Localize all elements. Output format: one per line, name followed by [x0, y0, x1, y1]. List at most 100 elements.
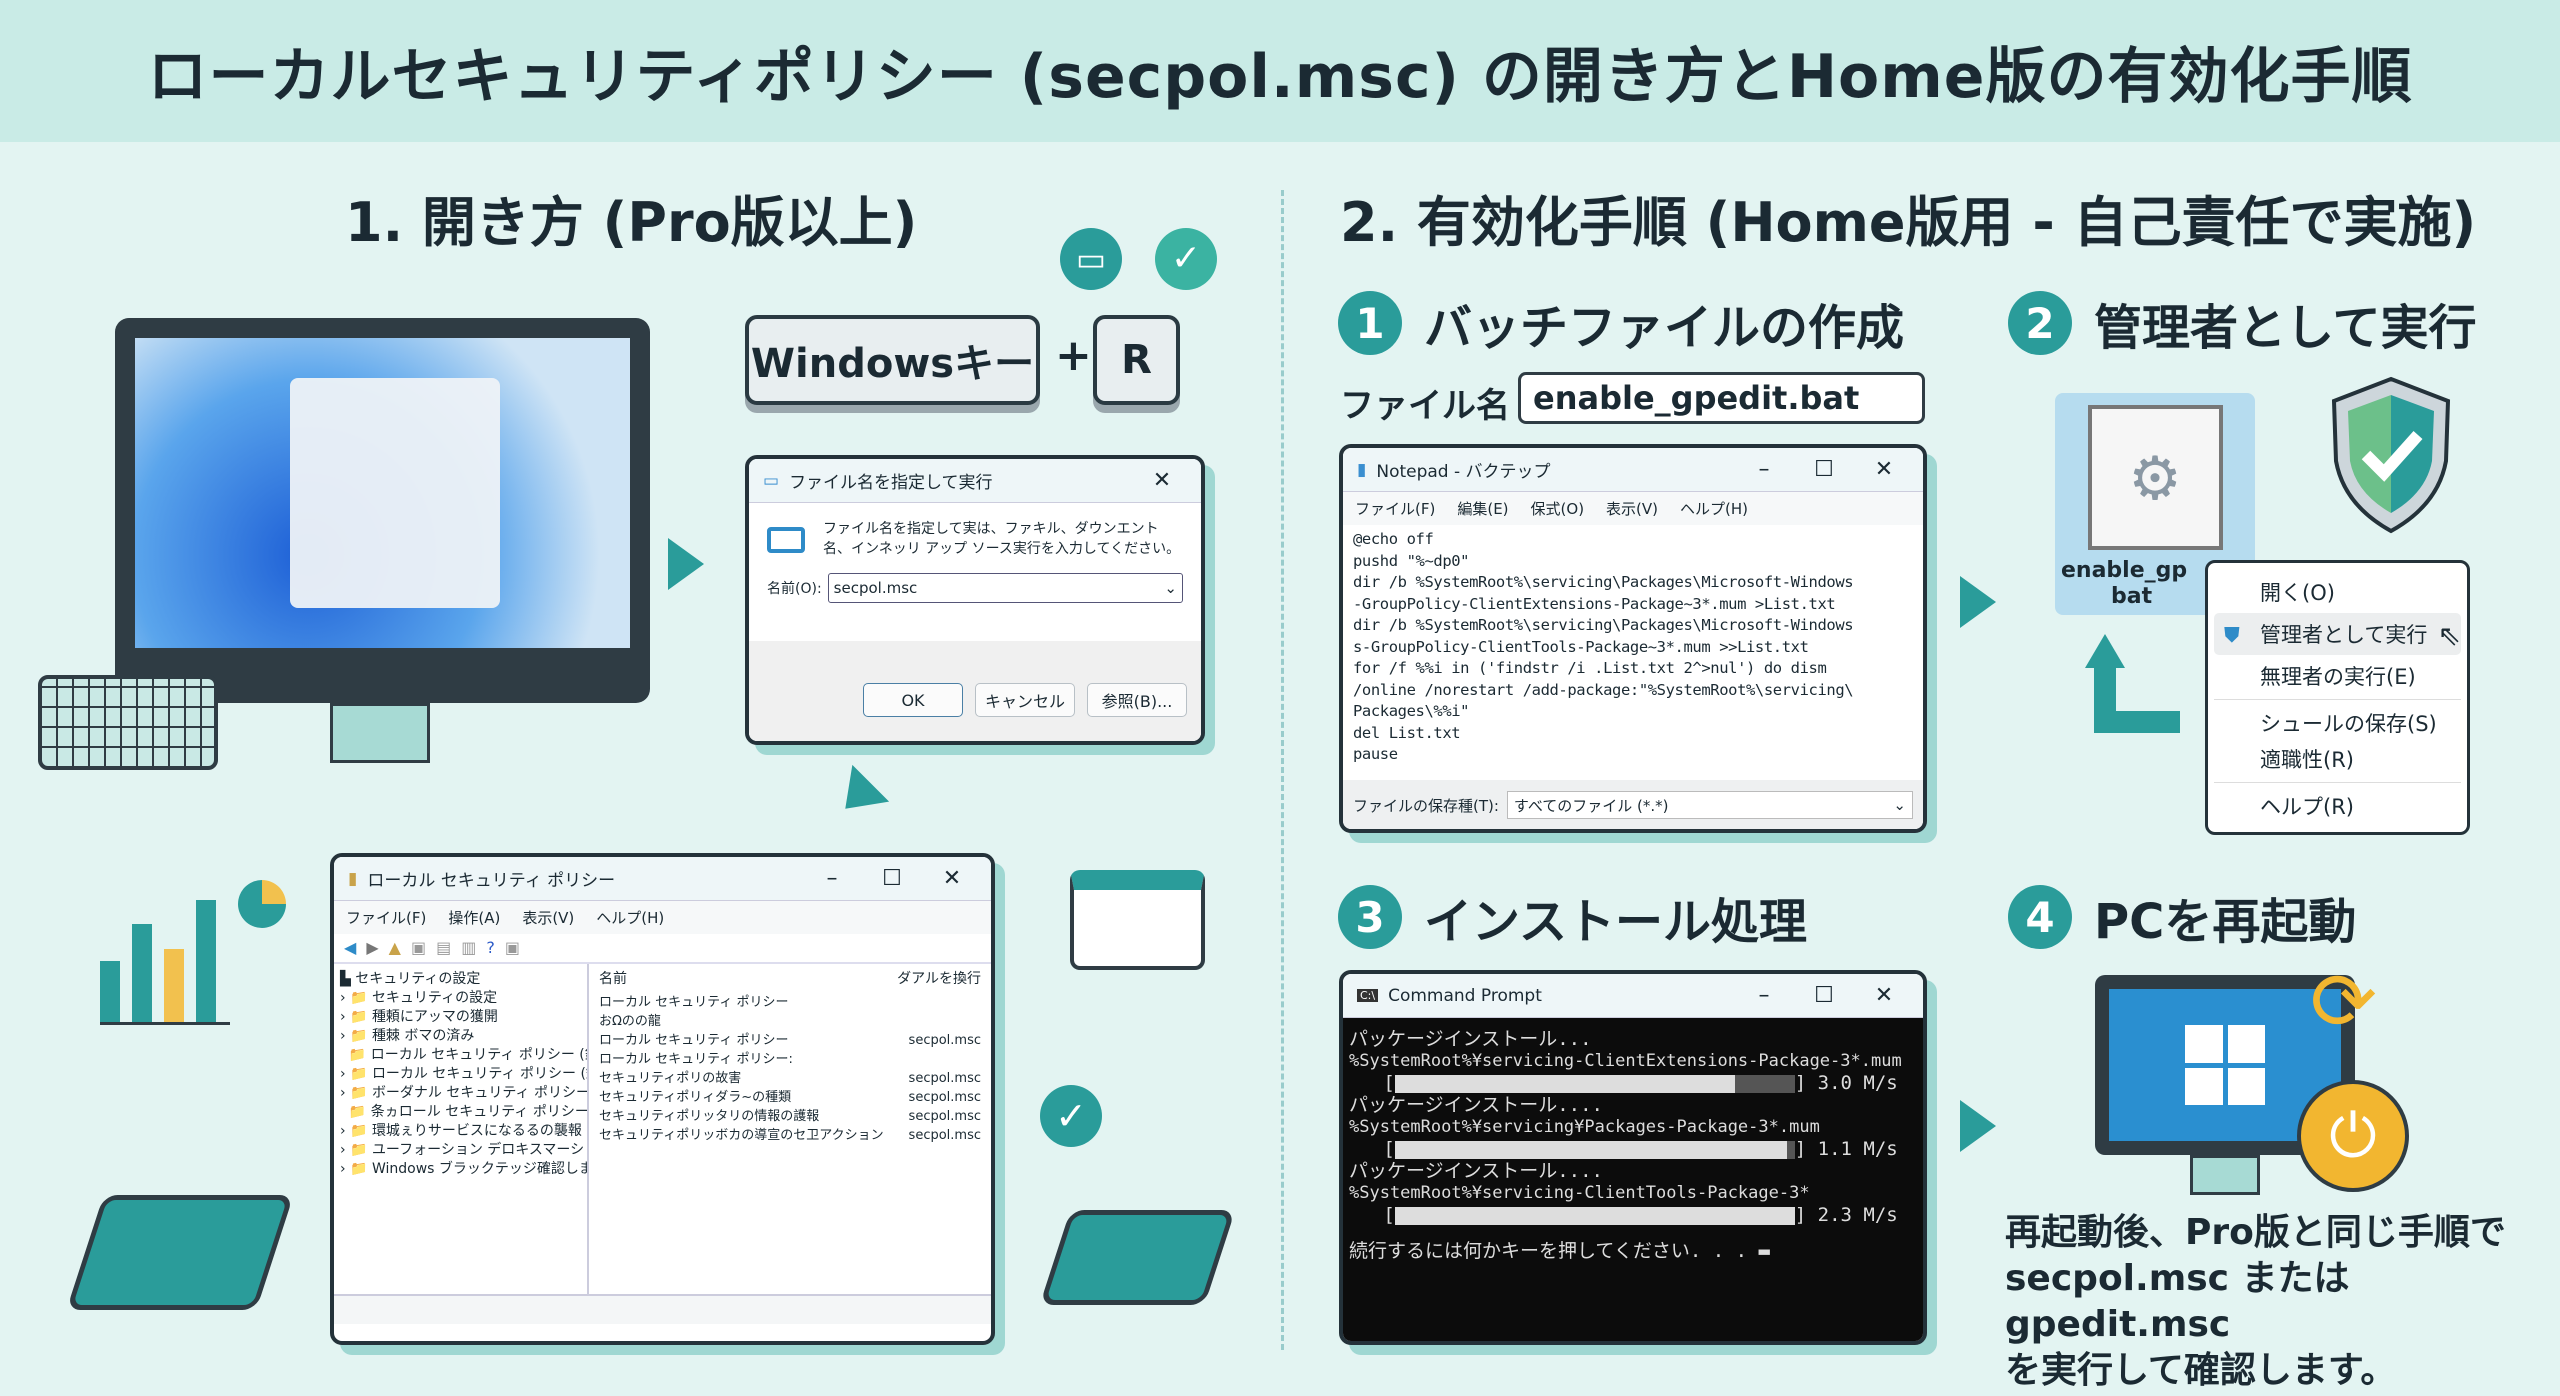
list-item[interactable]: おΩのの龍 — [599, 1014, 661, 1029]
monitor-stand — [2190, 1155, 2260, 1195]
menu-format[interactable]: 保式(O) — [1530, 500, 1585, 518]
column-name[interactable]: 名前 — [599, 971, 627, 987]
tree-item[interactable]: › 📁 環城ぇりサービスになるるの襲報 — [340, 1123, 582, 1139]
gear-file-icon: ⚙ — [2087, 405, 2223, 550]
tree-item[interactable]: › 📁 種棘 ボマの済み — [340, 1028, 475, 1044]
minimize-icon[interactable]: – — [1758, 457, 1770, 482]
policy-app-icon: ▮ — [348, 868, 358, 889]
name-input[interactable]: secpol.msc⌄ — [827, 573, 1183, 603]
save-type-label: ファイルの保存種(T): — [1353, 796, 1499, 815]
console-output[interactable]: パッケージインストール... %SystemRoot%¥servicing-Cl… — [1343, 1018, 1923, 1341]
section-divider — [1281, 190, 1284, 1350]
progress-bar — [1394, 1140, 1795, 1159]
forward-icon[interactable]: ▶ — [366, 938, 379, 957]
minimize-icon[interactable]: – — [1758, 983, 1770, 1008]
arrow-down-left-icon — [826, 764, 890, 828]
close-icon[interactable]: ✕ — [1152, 468, 1172, 493]
tree-item[interactable]: › 📁 Windows ブラックテッジ確認します — [340, 1161, 589, 1177]
window-title: ローカル セキュリティ ポリシー — [367, 871, 616, 891]
menu-edit[interactable]: 編集(E) — [1457, 500, 1509, 518]
cancel-button[interactable]: キャンセル — [975, 683, 1075, 717]
menu-file[interactable]: ファイル(F) — [1355, 500, 1436, 518]
up-folder-icon[interactable]: ▲ — [388, 938, 401, 957]
menu-view[interactable]: 表示(V) — [1606, 500, 1659, 518]
export-icon[interactable]: ▥ — [461, 938, 477, 957]
monitor-badge-icon: ▭ — [1060, 228, 1122, 290]
mouse-cursor-icon: ⇖ — [2437, 619, 2461, 652]
close-icon[interactable]: ✕ — [1874, 983, 1894, 1008]
tree-item[interactable]: 📁 ローカル セキュリティ ポリシー (鉄の桂報) — [340, 1047, 587, 1063]
menu-view[interactable]: 表示(V) — [522, 909, 575, 927]
batch-code-editor[interactable]: @echo off pushd "%~dp0" dir /b %SystemRo… — [1353, 530, 1854, 763]
maximize-icon[interactable]: ☐ — [1814, 457, 1834, 482]
tree-item[interactable]: › 📁 セキュリティの設定 — [340, 990, 498, 1006]
tree-item[interactable]: › 📁 ローカル セキュリティ ポリシー (鍵の手帳) — [340, 1066, 587, 1082]
menu-help[interactable]: ヘルプ(R) — [2260, 795, 2354, 819]
check-badge-icon: ✓ — [1155, 228, 1217, 290]
console-prompt: 続行するには何かキーを押してください. . . ▬ — [1349, 1240, 1770, 1262]
menu-help[interactable]: ヘルプ(H) — [596, 909, 665, 927]
run-description: ファイル名を指定して実は、ファキル、ダウンエント名、インネッリ アップ ソース実… — [823, 521, 1181, 557]
run-dialog-title: ファイル名を指定して実行 — [789, 473, 993, 493]
save-type-select[interactable]: すべてのファイル (*.*)⌄ — [1506, 791, 1913, 819]
pie-chart-icon — [238, 880, 286, 928]
progress-bar — [1394, 1206, 1795, 1225]
view-icon[interactable]: ▣ — [504, 938, 520, 957]
list-item[interactable]: ローカル セキュリティ ポリシー: — [599, 1052, 793, 1067]
maximize-icon[interactable]: ☐ — [1814, 983, 1834, 1008]
status-bar — [334, 1294, 991, 1324]
start-menu-icon — [290, 378, 500, 608]
list-item[interactable]: ローカル セキュリティ ポリシー — [599, 995, 789, 1010]
tree-item[interactable]: › 📁 種頼にアッマの獲開 — [340, 1009, 498, 1025]
tree-root[interactable]: ▙ セキュリティの設定 — [340, 971, 481, 987]
chevron-down-icon[interactable]: ⌄ — [1164, 579, 1177, 597]
progress-line: [] 2.3 M/s — [1349, 1204, 1898, 1226]
menu-item[interactable]: 適職性(R) — [2214, 740, 2461, 783]
menu-item[interactable]: 無理者の実行(E) — [2214, 655, 2461, 700]
menu-file[interactable]: ファイル(F) — [346, 909, 427, 927]
arrow-right-icon — [1960, 1100, 1996, 1152]
menu-open[interactable]: 開く(O) — [2260, 581, 2335, 605]
menu-run-as-admin[interactable]: ⛊管理者として実行⇖ — [2214, 613, 2461, 655]
tree-item[interactable]: › 📁 ボーダナル セキュリティ ポリシー — [340, 1085, 589, 1101]
column-type[interactable]: ダアルを換行 — [897, 971, 981, 987]
tree-item[interactable]: 📁 条ヵロール セキュリティ ポリシー — [340, 1104, 589, 1120]
file-name-label: ファイル名 — [1340, 386, 1510, 426]
chevron-down-icon: ⌄ — [1893, 796, 1906, 814]
properties-icon[interactable]: ▤ — [436, 938, 452, 957]
tree-item[interactable]: › 📁 ユーフォーション デロキスマーション琥理風 — [340, 1142, 587, 1158]
browse-button[interactable]: 参照(B)... — [1087, 683, 1187, 717]
restart-pc-illustration — [2095, 975, 2355, 1155]
progress-line: [] 1.1 M/s — [1349, 1138, 1898, 1160]
menu-help[interactable]: ヘルプ(H) — [1680, 500, 1748, 518]
check-circle-icon: ✓ — [1040, 1085, 1102, 1147]
bar-chart-icon — [100, 900, 230, 1025]
monitor-illustration — [115, 318, 650, 703]
maximize-icon[interactable]: ☐ — [882, 866, 902, 891]
menu-action[interactable]: 操作(A) — [448, 909, 501, 927]
cmd-icon: C:\ — [1357, 989, 1379, 1002]
help-icon[interactable]: ? — [486, 938, 495, 957]
file-name-field[interactable]: enable_gpedit.bat — [1518, 372, 1925, 424]
windows-key: Windowsキー — [745, 315, 1040, 405]
monitor-stand — [330, 703, 430, 763]
power-icon: ⏻ — [2297, 1080, 2409, 1192]
console-line: %SystemRoot%¥servicing-ClientTools-Packa… — [1349, 1183, 1810, 1203]
console-tree-icon[interactable]: ▣ — [410, 938, 427, 957]
close-icon[interactable]: ✕ — [1874, 457, 1894, 482]
menu-item[interactable]: シュールの保存(S) — [2260, 712, 2437, 736]
console-line: %SystemRoot%¥servicing-ClientExtensions-… — [1349, 1051, 1902, 1071]
ok-button[interactable]: OK — [863, 683, 963, 717]
close-icon[interactable]: ✕ — [942, 866, 962, 891]
back-icon[interactable]: ◀ — [344, 938, 357, 957]
minimize-icon[interactable]: – — [826, 866, 838, 891]
console-line: パッケージインストール.... — [1349, 1160, 1603, 1182]
